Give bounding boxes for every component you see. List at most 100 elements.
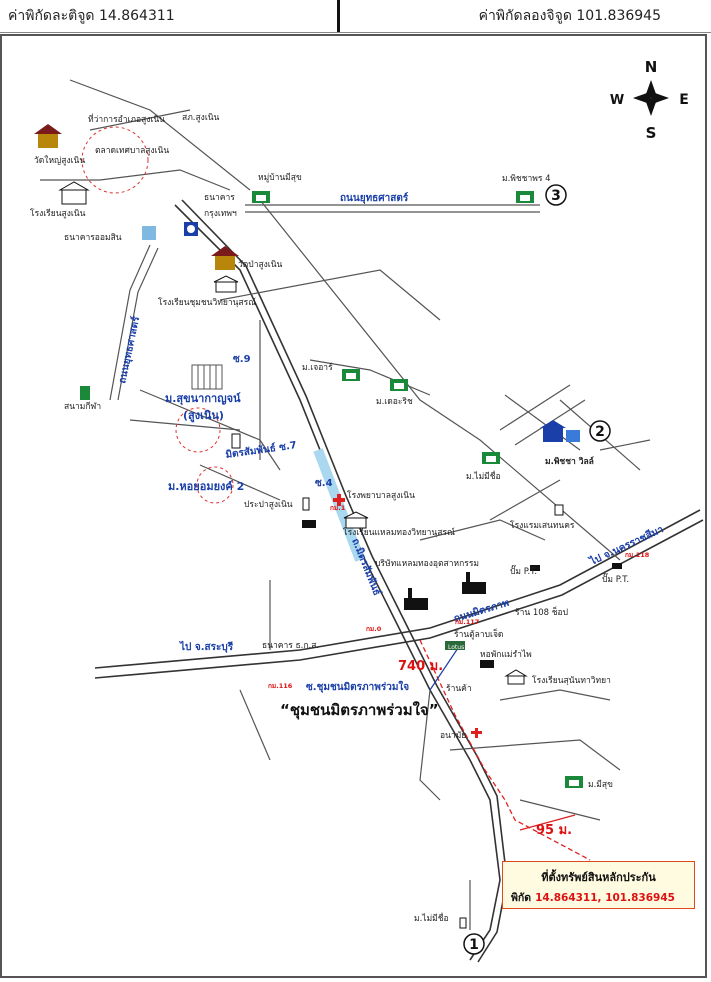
map-frame <box>0 34 707 978</box>
m-meesuk-label: ม.มีสุข <box>588 779 613 790</box>
company-label: บริษัทแหลมทองอุตสาหกรรม <box>375 559 479 569</box>
temple-icon <box>34 124 62 148</box>
km117-label: กม.117 <box>455 618 479 626</box>
bank-icon <box>142 226 156 240</box>
building-icon <box>554 504 564 516</box>
compass-w: W <box>610 93 624 108</box>
ptt2-label: ปั๊ม P.T. <box>602 572 629 585</box>
wat-yai-label: วัดใหญ่สูงเนิน <box>34 155 85 166</box>
village2-circle <box>196 466 234 504</box>
coord-value: 14.864311, 101.836945 <box>535 892 675 904</box>
school-icon <box>504 669 528 685</box>
bank-icon <box>184 222 198 236</box>
dorm-label: หอพักแม่รำไพ <box>480 649 532 660</box>
hospital-label: โรงพยาบาลสูงเนิน <box>347 490 415 501</box>
school-icon <box>213 275 239 293</box>
sukhonakarn2-label: (สูงเนิน) <box>183 409 224 423</box>
compass-rose-icon: N S W E <box>610 58 689 142</box>
moo-maeyom-label: ม.หอยอมยงค์ 2 <box>168 480 244 493</box>
krungthep-label: กรุงเทพฯ <box>204 209 237 219</box>
pichaporn4-label: ม.พิชชาพร 4 <box>502 174 551 184</box>
marker-3[interactable]: 3 <box>545 184 567 206</box>
anamai-label: อนามัย <box>440 731 466 741</box>
km118-label: กม.118 <box>625 551 650 559</box>
route-link <box>429 644 461 691</box>
soi9-label: ซ.9 <box>233 354 251 365</box>
school-plai-label: โรงเรียนชุมชนวิทยานุสรณ์ <box>158 297 256 308</box>
ptt1-label: ปั๊ม P.T. <box>510 564 537 577</box>
school-sungnoen-label: โรงเรียนสูงเนิน <box>30 208 86 219</box>
prapa-label: ประปาสูงเนิน <box>244 500 293 510</box>
m-deorich-label: ม.เดอะริช <box>376 397 413 407</box>
school-icon <box>58 181 90 205</box>
factory-icon <box>462 572 486 594</box>
distance-95-line <box>519 814 576 831</box>
m-maimeechue2-label: ม.ไม่มีชื่อ <box>414 912 449 924</box>
shop108-label: ร้าน 108 ช็อป <box>515 606 568 618</box>
distance-95-label: 95 ม. <box>536 823 572 838</box>
district-circle <box>81 126 149 194</box>
soi4-label: ซ.4 <box>315 478 333 489</box>
km0-label: กม.0 <box>366 625 382 633</box>
lotus-icon <box>445 641 465 650</box>
house-icon <box>516 191 534 203</box>
water-tower-icon <box>302 497 316 528</box>
police-label: สภ.สูงเนิน <box>182 113 220 123</box>
svg-text:2: 2 <box>595 424 605 440</box>
moo-ban-misuk-label: หมู่บ้านมีสุข <box>258 172 302 183</box>
compass-e: E <box>679 92 689 108</box>
sukhonakarn-label: ม.สุขนากาญจน์ <box>165 392 241 406</box>
housing-block-icon <box>191 364 223 390</box>
house-icon <box>252 191 270 203</box>
to-saraburi-label: ไป จ.สระบุรี <box>179 640 234 653</box>
clinic-icon <box>471 728 482 738</box>
gas-station-icon <box>530 565 540 571</box>
shop-laa-label: ร้านตู้ลาบเจ็ด <box>454 628 503 640</box>
community-title: “ชุมชนมิตรภาพร่วมใจ” <box>280 701 439 720</box>
stadium-icon <box>80 386 90 400</box>
gas-station-icon <box>612 563 622 569</box>
house-icon <box>342 369 360 381</box>
bank-aac-label: ธนาคาร ธ.ก.ส. <box>262 641 319 651</box>
pichaya-villa-label: ม.พิชชา วิลล์ <box>545 456 594 467</box>
header-divider <box>337 0 340 32</box>
coordinate-header: ค่าพิกัดละติจูด 14.864311 ค่าพิกัดลองจิจ… <box>0 0 711 33</box>
svg-text:1: 1 <box>469 937 479 953</box>
temple-icon <box>211 246 239 270</box>
house-icon <box>565 776 583 788</box>
lotus-label: Lotus <box>448 644 464 651</box>
km1-label: กม.1 <box>330 504 346 512</box>
marker-2[interactable]: 2 <box>589 420 611 442</box>
latitude-label: ค่าพิกัดละติจูด 14.864311 <box>8 8 175 24</box>
building-icon <box>459 917 467 929</box>
coord-label: พิกัด <box>511 892 532 904</box>
distance-740-label: 740 ม. <box>398 659 443 674</box>
shop-local-label: ร้านค้า <box>446 683 472 694</box>
wat-pa-label: วัดป่าสูงเนิน <box>238 260 283 270</box>
village-circle <box>175 407 221 453</box>
marker-1[interactable]: 1 <box>463 933 485 955</box>
yutthasat-vertical-label: ถนนยุทธศาสตร์ <box>116 315 142 385</box>
svg-text:3: 3 <box>551 188 561 204</box>
pichaya-villa-icon <box>540 420 580 442</box>
school-thong-label: โรงเรียนแหลมทองวิทยานุสรณ์ <box>343 527 455 538</box>
gsb-label: ธนาคารออมสิน <box>64 233 122 243</box>
factory-icon <box>404 588 428 610</box>
route-line <box>419 639 591 861</box>
house-icon <box>482 452 500 464</box>
market-label: ตลาดเทศบาลสูงเนิน <box>95 146 169 156</box>
school-sunan-label: โรงเรียนสุนันทาวิทยา <box>532 675 611 686</box>
building-icon <box>231 433 241 449</box>
bank-label: ธนาคาร <box>204 193 235 203</box>
hospital-icon <box>333 494 345 506</box>
district-office-label: ที่ว่าการอำเภอสูงเนิน <box>88 113 165 125</box>
compass-s: S <box>646 124 657 142</box>
compass-n: N <box>645 58 658 76</box>
stadium-label: สนามกีฬา <box>64 401 101 412</box>
yutthasat-road-label: ถนนยุทธศาสตร์ <box>340 192 409 204</box>
building-icon <box>480 660 494 668</box>
longitude-label: ค่าพิกัดลองจิจูด 101.836945 <box>478 8 661 24</box>
